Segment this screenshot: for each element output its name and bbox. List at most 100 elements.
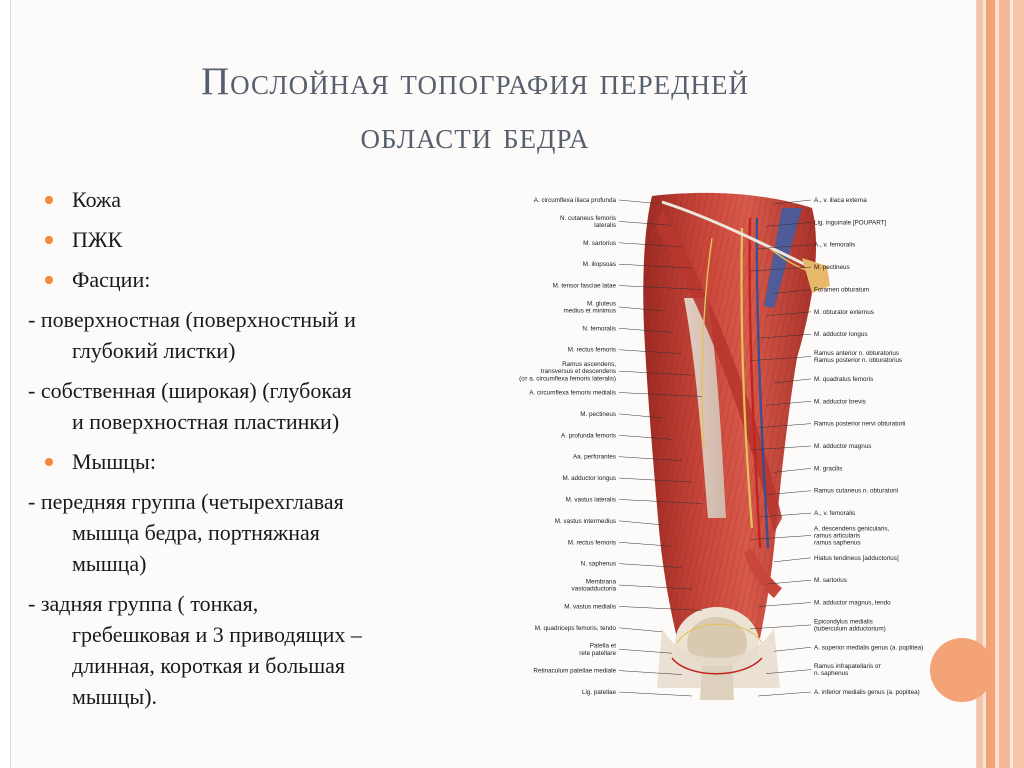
anatomy-label: M. pectineus bbox=[814, 264, 850, 271]
anatomy-label: Lig. inguinale [POUPART] bbox=[814, 219, 886, 226]
anatomy-label: M. adductor magnus, tendo bbox=[814, 600, 891, 607]
anatomy-label: Ramus anterior n. obturatorius bbox=[814, 350, 899, 357]
anatomy-label: ramus articularis bbox=[814, 532, 860, 539]
anatomy-label: M. gluteus bbox=[587, 300, 616, 307]
leader-line bbox=[757, 691, 812, 697]
leader-line bbox=[618, 306, 663, 312]
anatomy-label: lateralis bbox=[594, 222, 616, 229]
leader-line bbox=[618, 627, 663, 633]
anatomy-label: A. descendens genicularis, bbox=[814, 525, 890, 532]
bullet-item: Мышцы: bbox=[42, 446, 492, 477]
anatomy-label: (от a. circumflexa femoris lateralis) bbox=[519, 375, 616, 382]
anatomy-label: n. saphenus bbox=[814, 670, 848, 677]
leader-line bbox=[618, 563, 683, 568]
leader-line bbox=[618, 499, 703, 504]
leader-line bbox=[618, 349, 683, 354]
leader-line bbox=[618, 285, 703, 290]
leader-line bbox=[757, 244, 812, 249]
leader-line bbox=[765, 579, 812, 585]
bullet-text: Фасции: bbox=[72, 267, 151, 292]
bullet-text: ПЖК bbox=[72, 227, 123, 252]
sub-item-line: - передняя группа (четырехглавая bbox=[28, 489, 344, 514]
leader-line bbox=[765, 222, 812, 227]
decorative-circle bbox=[930, 638, 994, 702]
leader-line bbox=[618, 648, 673, 654]
bullet-item: ПЖК bbox=[42, 224, 492, 255]
anatomy-label: medius et minimus bbox=[564, 308, 617, 315]
leader-line bbox=[757, 602, 812, 607]
anatomy-label: M. obturator externus bbox=[814, 309, 874, 316]
leader-line bbox=[757, 333, 812, 339]
leader-line bbox=[618, 584, 693, 590]
anatomy-label: A., v. femoralis bbox=[814, 242, 855, 249]
sub-item-line: глубокий листки) bbox=[72, 338, 236, 363]
leader-line bbox=[757, 423, 812, 428]
sub-item-line: гребешковая и 3 приводящих – bbox=[72, 622, 362, 647]
leader-line bbox=[618, 691, 693, 697]
sub-item-line: длинная, короткая и большая bbox=[72, 653, 346, 678]
anatomy-label: Membrana bbox=[586, 578, 617, 585]
anatomy-label: A., v. iliaca externa bbox=[814, 197, 867, 204]
leader-line bbox=[618, 606, 703, 611]
bullet-dot-icon bbox=[45, 196, 53, 204]
anatomy-label: M. adductor magnus bbox=[814, 443, 871, 450]
anatomy-label: Epicondylus medialis bbox=[814, 618, 873, 625]
anatomy-label: Ramus infrapatellaris от bbox=[814, 663, 881, 670]
anatomy-label: M. sartorius bbox=[583, 240, 616, 247]
left-labels: A. circumflexa iliaca profunda N. cutaneu… bbox=[519, 197, 703, 697]
leader-line bbox=[773, 647, 812, 652]
leader-line bbox=[618, 520, 663, 526]
anatomy-label: M. pectineus bbox=[580, 411, 616, 418]
anatomy-label: Ramus posterior n. obturatorius bbox=[814, 357, 902, 364]
anatomy-label: M. adductor longus bbox=[562, 475, 616, 482]
title-line-1: Послойная топография передней bbox=[201, 60, 749, 103]
thigh-anatomy-illustration: A. circumflexa iliaca profunda N. cutaneu… bbox=[519, 192, 923, 700]
anatomy-label: Retinaculum patellae mediale bbox=[533, 668, 616, 675]
anatomy-label: M. gracilis bbox=[814, 465, 842, 472]
anatomy-label: M. iliopsoas bbox=[583, 261, 616, 268]
anatomy-label: Ramus cutaneus n. obturatorii bbox=[814, 488, 898, 495]
anatomy-label: M. quadratus femoris bbox=[814, 376, 873, 383]
anatomy-label: N. cutaneus femoris bbox=[560, 215, 616, 222]
bullet-item: Кожа bbox=[42, 184, 492, 215]
sub-item-line: мышца бедра, портняжная bbox=[72, 520, 320, 545]
leader-line bbox=[749, 445, 812, 451]
bullet-dot-icon bbox=[45, 236, 53, 244]
anatomy-label: M. sartorius bbox=[814, 577, 847, 584]
leader-line bbox=[765, 490, 812, 495]
anatomy-label: M. tensor fasciae latae bbox=[553, 283, 617, 290]
anatomy-label: A. circumflexa iliaca profunda bbox=[534, 197, 617, 204]
right-stripes bbox=[977, 0, 1024, 768]
leader-line bbox=[618, 242, 683, 248]
leader-line bbox=[773, 289, 812, 294]
sub-item: - передняя группа (четырехглавая мышца бе… bbox=[28, 486, 492, 579]
anatomy-label: Patella et bbox=[590, 643, 617, 650]
leader-line bbox=[618, 263, 693, 269]
leader-line bbox=[749, 535, 812, 540]
bullet-item: Фасции: bbox=[42, 264, 492, 295]
sub-item-line: - собственная (широкая) (глубокая bbox=[28, 378, 352, 403]
anatomy-label: A. circumflexa femoris medialis bbox=[529, 390, 616, 397]
anatomy-label: rete patellare bbox=[579, 650, 616, 657]
anatomy-label: Ramus posterior nervi obturatorii bbox=[814, 421, 905, 428]
anatomy-label: A., v. femoralis bbox=[814, 510, 855, 517]
sub-item-line: - задняя группа ( тонкая, bbox=[28, 591, 259, 616]
anatomy-label: vastoadductoria bbox=[572, 586, 617, 593]
leader-line bbox=[757, 512, 812, 518]
leader-line bbox=[773, 378, 812, 384]
leader-line bbox=[618, 392, 703, 397]
leader-line bbox=[618, 477, 693, 483]
leader-line bbox=[618, 328, 673, 333]
leader-line bbox=[773, 199, 812, 205]
slide-frame bbox=[10, 0, 977, 768]
anatomy-label: A. profunda femoris bbox=[561, 432, 616, 439]
leader-line bbox=[749, 356, 812, 361]
title-line-2: области бедра bbox=[360, 114, 590, 157]
leader-line bbox=[618, 670, 683, 675]
anatomy-label: N. saphenus bbox=[581, 561, 616, 568]
leader-line bbox=[765, 401, 812, 406]
